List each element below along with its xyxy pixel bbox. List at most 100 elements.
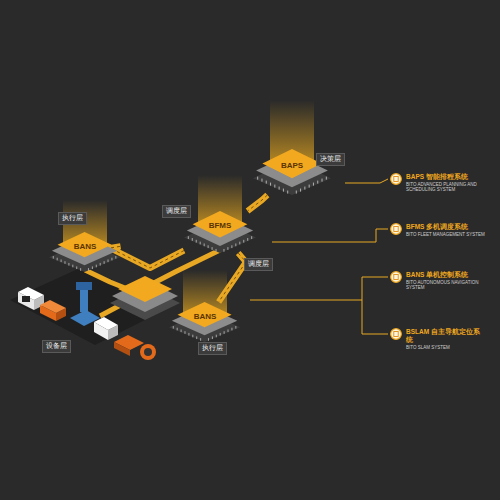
chip-pin [239,242,240,245]
system-item: BAPS 智能排程系统BITO ADVANCED PLANNING AND SC… [390,173,486,193]
leader-line [345,179,388,183]
chip-pin [77,266,78,269]
system-title: BANS 单机控制系统 [406,271,486,279]
chip-top [193,211,248,238]
road-dash [110,246,184,268]
chip-shape [184,211,256,253]
chip-pin [196,240,197,243]
system-title: BAPS 智能排程系统 [406,173,486,181]
chip-pin [224,331,225,334]
system-item: BSLAM 自主导航定位系统BITO SLAM SYSTEM [390,328,486,350]
system-icon [390,223,402,235]
chip-pin [73,265,74,268]
chip-pin [100,263,101,266]
chip-label: BAPS [281,161,303,170]
chip-pin [296,191,297,194]
chip-pin [313,183,314,186]
chip-pin [81,268,82,271]
system-subtitle: BITO ADVANCED PLANNING AND SCHEDULING SY… [406,182,486,193]
chip-shape [49,232,120,272]
chip-pin [266,181,267,184]
chip-pin [247,238,248,241]
chip-pin [108,259,109,262]
chip-pin [177,328,178,331]
chip-pin [287,191,288,194]
chip-pin [65,261,66,264]
chip-pin [173,326,174,329]
leader-line [362,300,388,334]
layer-tag: 执行层 [58,212,87,225]
chip-label: BFMS [209,221,232,230]
chip-pin [223,249,224,252]
chip-pin [201,338,202,341]
chip-pin [204,243,205,246]
system-subtitle: BITO AUTONOMOUS NAVIGATION SYSTEM [406,280,486,291]
chip-node: BANS [49,232,120,272]
chip-pin [53,256,54,259]
chip-pin [96,265,97,268]
system-title: BFMS 多机调度系统 [406,223,486,231]
layer-tag: 执行层 [198,342,227,355]
chip-pin [112,258,113,261]
chip-pin [181,329,182,332]
chip-pin [57,258,58,261]
chip-unlabeled [110,276,180,320]
system-icon [390,328,402,340]
chip-pin [216,335,217,338]
chip-node: BFMS [184,211,256,253]
chip-pin [322,179,323,182]
chip-pin [283,189,284,192]
chip-pin [261,179,262,182]
layer-tag: 决策层 [316,153,345,166]
chip-pin [116,256,117,259]
chip-pin [270,183,271,186]
chip-pin [212,336,213,339]
chip-pin [235,243,236,246]
chip-top [58,232,112,257]
leader-line [250,277,388,300]
chip-pin [208,338,209,341]
robots [18,282,156,360]
chip-pin [243,240,244,243]
road-connector [248,195,268,211]
chip-pin [193,335,194,338]
chip-pin [317,181,318,184]
system-item: BFMS 多机调度系统BITO FLEET MANAGEMENT SYSTEM [390,223,486,237]
chip-pin [326,177,327,180]
chip-pin [228,329,229,332]
chip-pin [257,177,258,180]
chip-pin [185,331,186,334]
system-title: BSLAM 自主导航定位系统 [406,328,486,344]
chip-label: BANS [194,312,217,321]
system-icon [390,271,402,283]
road-connector [110,246,184,268]
chip-pin [309,185,310,188]
chip-pin [274,185,275,188]
chip-top [262,149,321,178]
chip-pin [104,261,105,264]
chip-pin [69,263,70,266]
chip-shape [169,302,240,342]
layer-tag: 调度层 [244,258,273,271]
chip-pin [189,333,190,336]
chip-pin [236,326,237,329]
road-dash [219,253,246,302]
system-subtitle: BITO SLAM SYSTEM [406,345,486,351]
chip-pin [231,245,232,248]
chip-pin [92,266,93,269]
leader-line [250,179,388,334]
road-dash [248,195,268,211]
chip-pin [220,333,221,336]
chip-pin [279,187,280,190]
chip-pin [61,259,62,262]
system-subtitle: BITO FLEET MANAGEMENT SYSTEM [406,232,486,238]
road-connector [219,253,246,302]
road [148,250,220,286]
chip-pin [300,189,301,192]
chip-label: BANS [74,242,97,251]
chip-pin [232,328,233,331]
chip-pin [227,247,228,250]
chip-node: BANS [169,302,240,342]
chip-top [178,302,232,327]
chip-pin [216,249,217,252]
